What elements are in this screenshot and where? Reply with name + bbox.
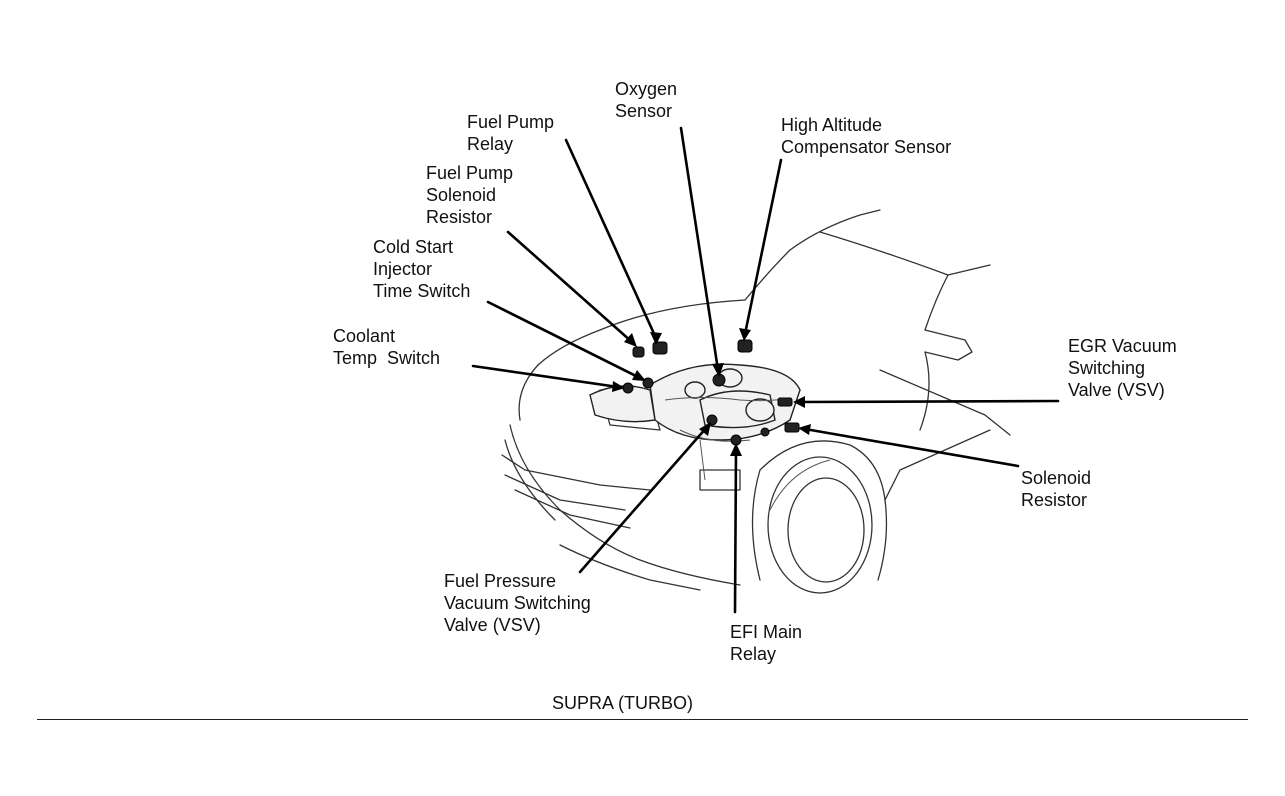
label-high-altitude-sensor: High Altitude Compensator Sensor xyxy=(781,115,952,157)
leader-egr-vsv xyxy=(798,399,1060,404)
figure-caption: SUPRA (TURBO) xyxy=(552,693,694,713)
label-fuel-pressure-vsv: Fuel Pressure Vacuum Switching Valve (VS… xyxy=(444,571,591,635)
leader-solenoid-resistor xyxy=(803,427,1020,468)
label-efi-main-relay: EFI Main Relay xyxy=(730,622,803,664)
leader-oxygen-sensor xyxy=(679,126,720,372)
car-body-outline xyxy=(501,209,1011,594)
component-markers xyxy=(622,339,800,446)
label-fuel-pump-relay: Fuel Pump Relay xyxy=(467,112,555,154)
label-oxygen-sensor: Oxygen Sensor xyxy=(615,79,678,121)
leader-cold-start-injector xyxy=(486,300,642,380)
leader-fuel-pump-solenoid-resistor xyxy=(506,230,634,344)
leader-coolant-temp-switch xyxy=(471,364,620,389)
caption-divider xyxy=(37,719,1248,720)
label-coolant-temp-switch: Coolant Temp Switch xyxy=(333,326,441,368)
leader-fuel-pressure-vsv xyxy=(578,425,709,574)
label-egr-vacuum-switching-valve: EGR Vacuum Switching Valve (VSV) xyxy=(1068,336,1177,400)
leader-lines xyxy=(471,126,1060,614)
leader-high-altitude-sensor xyxy=(743,158,783,336)
label-fuel-pump-solenoid-resistor: Fuel Pump Solenoid Resistor xyxy=(426,163,514,227)
label-cold-start-injector-time-switch: Cold Start Injector Time Switch xyxy=(373,237,471,301)
leader-efi-main-relay xyxy=(733,448,738,614)
label-solenoid-resistor: Solenoid Resistor xyxy=(1021,468,1092,510)
leader-fuel-pump-relay xyxy=(564,138,658,340)
